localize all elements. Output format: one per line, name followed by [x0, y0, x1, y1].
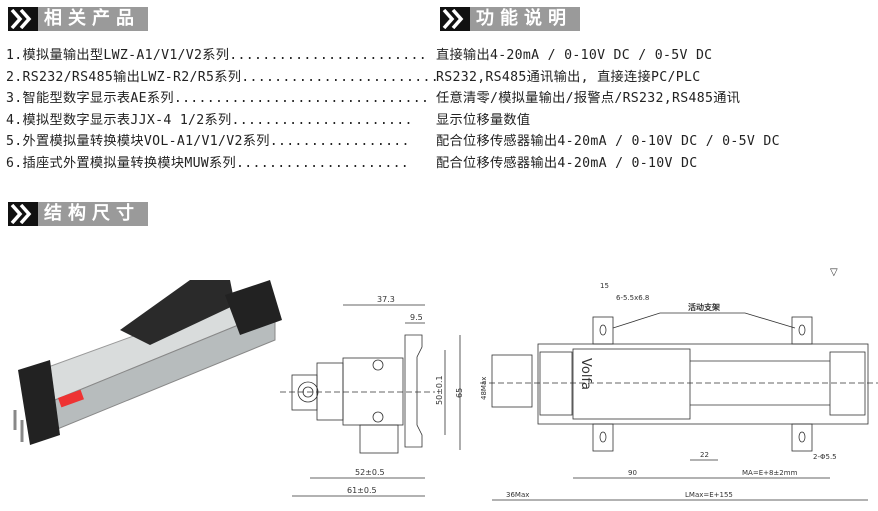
bracket-label: 活动支架: [688, 302, 720, 312]
dim-label: 15: [600, 282, 609, 290]
product-row: 2.RS232/RS485输出LWZ-R2/R5系列..............…: [6, 69, 701, 85]
product-row: 1.模拟量输出型LWZ-A1/V1/V2系列..................…: [6, 48, 713, 63]
brand-label: Volfa: [578, 358, 593, 390]
chevron-icon: [440, 7, 470, 31]
dim-label: 90: [628, 469, 637, 477]
product-row: 6.插座式外置模拟量转换模块MUW系列.....................…: [6, 155, 698, 171]
side-view-drawing: 37.3 9.5 50±0.1 65 52±0.5 61±0.5: [280, 295, 464, 497]
dim-label: 52±0.5: [355, 468, 385, 477]
section-title: 结构尺寸: [38, 202, 148, 226]
top-view-drawing: 15 6-5.5x6.8 活动支架 Volfa 22 90 MA=E+8±2mm…: [480, 267, 878, 501]
product-photo: [13, 280, 282, 445]
dim-label: 37.3: [377, 295, 395, 304]
dim-label: 36Max: [506, 491, 529, 499]
section-title: 功能说明: [470, 7, 580, 31]
dim-label: 50±0.1: [435, 375, 444, 405]
dim-label: LMax=E+155: [685, 491, 733, 499]
product-row: 3.智能型数字显示表AE系列..........................…: [6, 91, 741, 106]
dim-label: 48Max: [480, 377, 488, 400]
section-header-related: 相关产品: [8, 7, 148, 31]
section-title: 相关产品: [38, 7, 148, 31]
dim-label: 2-Φ5.5: [813, 453, 837, 461]
section-header-function: 功能说明: [440, 7, 580, 31]
section-header-structure: 结构尺寸: [8, 202, 148, 226]
chevron-icon: [8, 202, 38, 226]
dim-label: 22: [700, 451, 709, 459]
dim-label: MA=E+8±2mm: [742, 469, 798, 477]
chevron-icon: [8, 7, 38, 31]
dim-label: 9.5: [410, 313, 423, 322]
product-row: 4.模拟型数字显示表JJX-4 1/2系列...................…: [6, 112, 531, 128]
dim-label: 61±0.5: [347, 486, 377, 495]
roughness-symbol: ▽: [830, 267, 838, 278]
product-row: 5.外置模拟量转换模块VOL-A1/V1/V2系列...............…: [6, 134, 780, 149]
dim-label: 6-5.5x6.8: [616, 294, 649, 302]
dim-label: 65: [455, 388, 464, 398]
